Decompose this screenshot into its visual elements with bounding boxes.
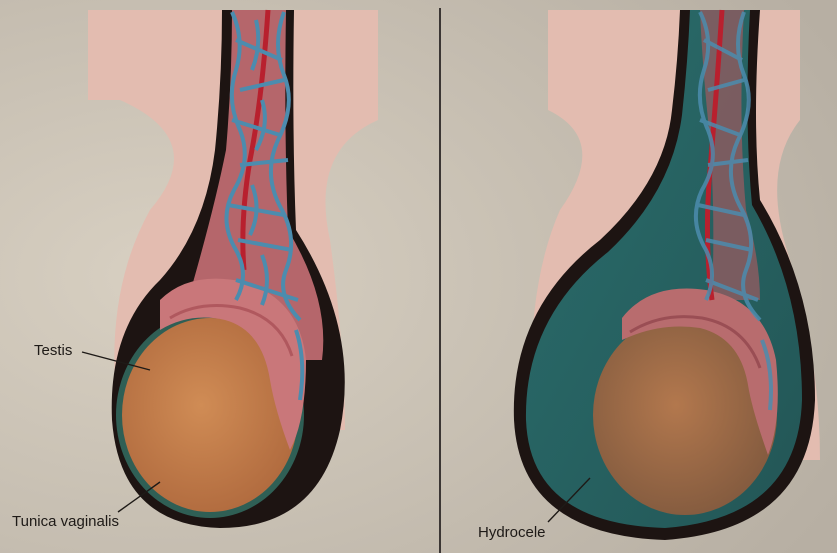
hydrocele-scrotum	[514, 10, 820, 540]
tunica-vaginalis-label: Tunica vaginalis	[12, 513, 119, 530]
testis-label: Testis	[34, 342, 72, 359]
hydrocele-label: Hydrocele	[478, 524, 546, 541]
